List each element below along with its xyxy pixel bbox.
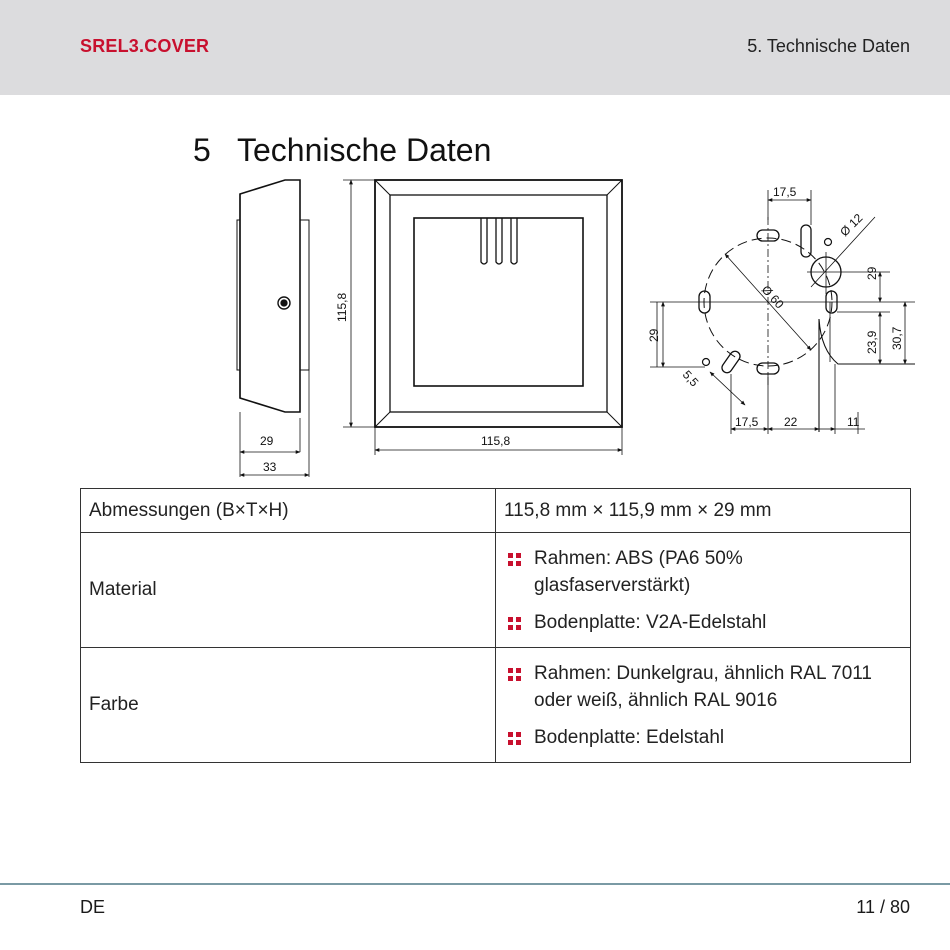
dimensions-label: Abmessungen (B×T×H) — [80, 488, 496, 533]
side-dim-33: 33 — [263, 460, 277, 474]
color-value: Rahmen: Dunkelgrau, ähnlich RAL 7011 ode… — [495, 647, 911, 763]
red-square-bullet-icon — [508, 552, 521, 566]
material-item-frame: Rahmen: ABS (PA6 50% glasfaserverstärkt) — [534, 547, 743, 596]
mount-dim-dia60: Ø 60 — [759, 283, 787, 312]
table-row: Material Rahmen: ABS (PA6 50% glasfaserv… — [80, 532, 911, 648]
red-square-bullet-icon — [508, 667, 521, 681]
red-square-bullet-icon — [508, 616, 521, 630]
material-value: Rahmen: ABS (PA6 50% glasfaserverstärkt)… — [495, 532, 911, 648]
color-item-baseplate: Bodenplatte: Edelstahl — [534, 726, 725, 748]
footer-divider — [0, 883, 950, 885]
language-label: DE — [80, 897, 106, 917]
mount-dim-23-9: 23,9 — [865, 330, 879, 354]
color-list: Rahmen: Dunkelgrau, ähnlich RAL 7011 ode… — [504, 660, 902, 751]
mount-dim-22: 22 — [784, 415, 798, 429]
front-view — [343, 179, 623, 455]
front-width-label: 115,8 — [481, 434, 510, 448]
mount-dim-29-left: 29 — [647, 328, 661, 342]
red-square-bullet-icon — [508, 731, 521, 745]
mount-dim-30-7: 30,7 — [890, 326, 904, 350]
section-title: Technische Daten — [237, 132, 492, 168]
header-section-ref: 5. Technische Daten — [747, 36, 910, 56]
mount-dim-17-5-bottom: 17,5 — [735, 415, 759, 429]
color-label: Farbe — [80, 647, 496, 763]
list-item: Bodenplatte: Edelstahl — [504, 724, 902, 751]
table-row: Abmessungen (B×T×H) 115,8 mm × 115,9 mm … — [80, 488, 911, 533]
page-number: 11 / 80 — [856, 897, 910, 917]
list-item: Bodenplatte: V2A-Edelstahl — [504, 609, 902, 636]
dimensions-value: 115,8 mm × 115,9 mm × 29 mm — [495, 488, 911, 533]
table-row: Farbe Rahmen: Dunkelgrau, ähnlich RAL 70… — [80, 647, 911, 763]
list-item: Rahmen: Dunkelgrau, ähnlich RAL 7011 ode… — [504, 660, 902, 714]
side-dim-29: 29 — [260, 434, 274, 448]
list-item: Rahmen: ABS (PA6 50% glasfaserverstärkt) — [504, 545, 902, 599]
mount-dim-17-5-top: 17,5 — [773, 185, 797, 199]
mount-dim-11: 11 — [847, 415, 860, 429]
brand-label: SREL3.COVER — [80, 36, 210, 56]
material-item-baseplate: Bodenplatte: V2A-Edelstahl — [534, 611, 767, 633]
mount-dim-29-right: 29 — [865, 266, 879, 280]
front-height-label: 115,8 — [335, 293, 349, 322]
page-header: SREL3.COVER 5. Technische Daten — [0, 0, 950, 95]
technical-drawing: 29 33 115,8 115,8 17,5 Ø 12 Ø 60 29 29 2… — [236, 179, 915, 477]
mount-dim-5-5: 5,5 — [680, 368, 702, 390]
material-list: Rahmen: ABS (PA6 50% glasfaserverstärkt)… — [504, 545, 902, 636]
color-item-frame: Rahmen: Dunkelgrau, ähnlich RAL 7011 ode… — [534, 662, 872, 711]
side-view — [236, 179, 310, 477]
section-number: 5 — [193, 132, 211, 168]
page-title: 5 Technische Daten — [193, 132, 491, 169]
spec-table: Abmessungen (B×T×H) 115,8 mm × 115,9 mm … — [80, 488, 911, 763]
mounting-plate-view — [650, 190, 915, 434]
material-label: Material — [80, 532, 496, 648]
mount-dim-dia12: Ø 12 — [837, 211, 866, 240]
